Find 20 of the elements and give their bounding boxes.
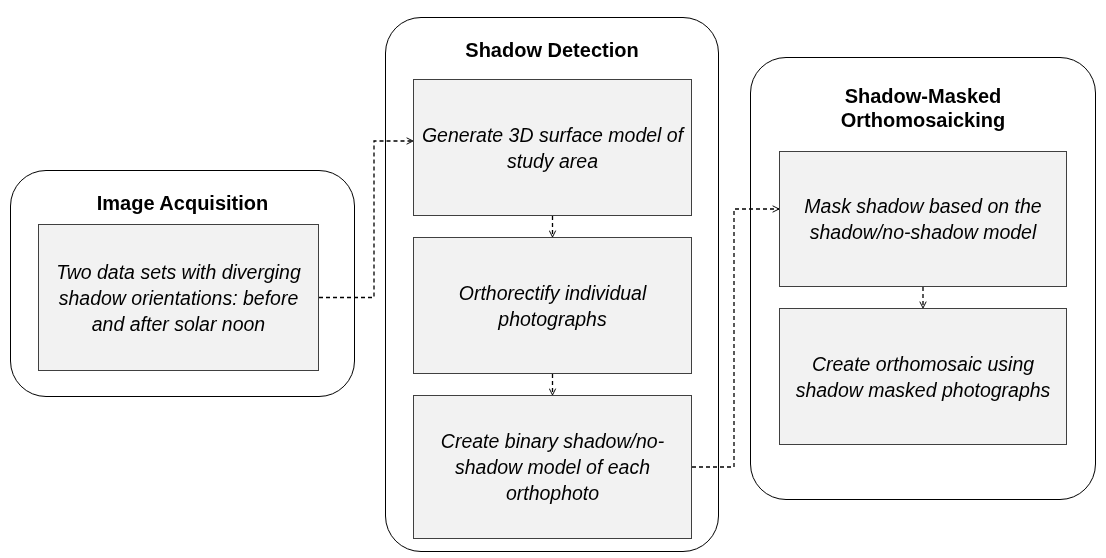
stage-container: [385, 17, 719, 552]
step-text: Generate 3D surface model of study area: [420, 122, 686, 174]
arrow: [691, 205, 780, 468]
process-box: [38, 224, 319, 371]
stage-container: [10, 170, 355, 397]
stage-title: Shadow-Masked Orthomosaicking: [839, 84, 1007, 132]
step-text: Two data sets with diverging shadow orientations: before and after solar noon: [55, 259, 302, 337]
process-box: [779, 308, 1067, 445]
stage-title: Image Acquisition: [95, 191, 270, 215]
step-text: Create binary shadow/no-shadow model of each orthophoto: [439, 429, 666, 506]
stage-title: Shadow Detection: [464, 38, 640, 62]
stage-container: [750, 57, 1096, 500]
step-text: Orthorectify individual photographs: [457, 280, 648, 332]
process-box: [413, 79, 692, 216]
step-text: Mask shadow based on the shadow/no-shadow model: [803, 194, 1043, 245]
step-text: Create orthomosaic using shadow masked photographs: [794, 351, 1052, 403]
process-box: [413, 237, 692, 374]
process-box: [413, 395, 692, 539]
arrow: [318, 137, 414, 299]
process-box: [779, 151, 1067, 287]
